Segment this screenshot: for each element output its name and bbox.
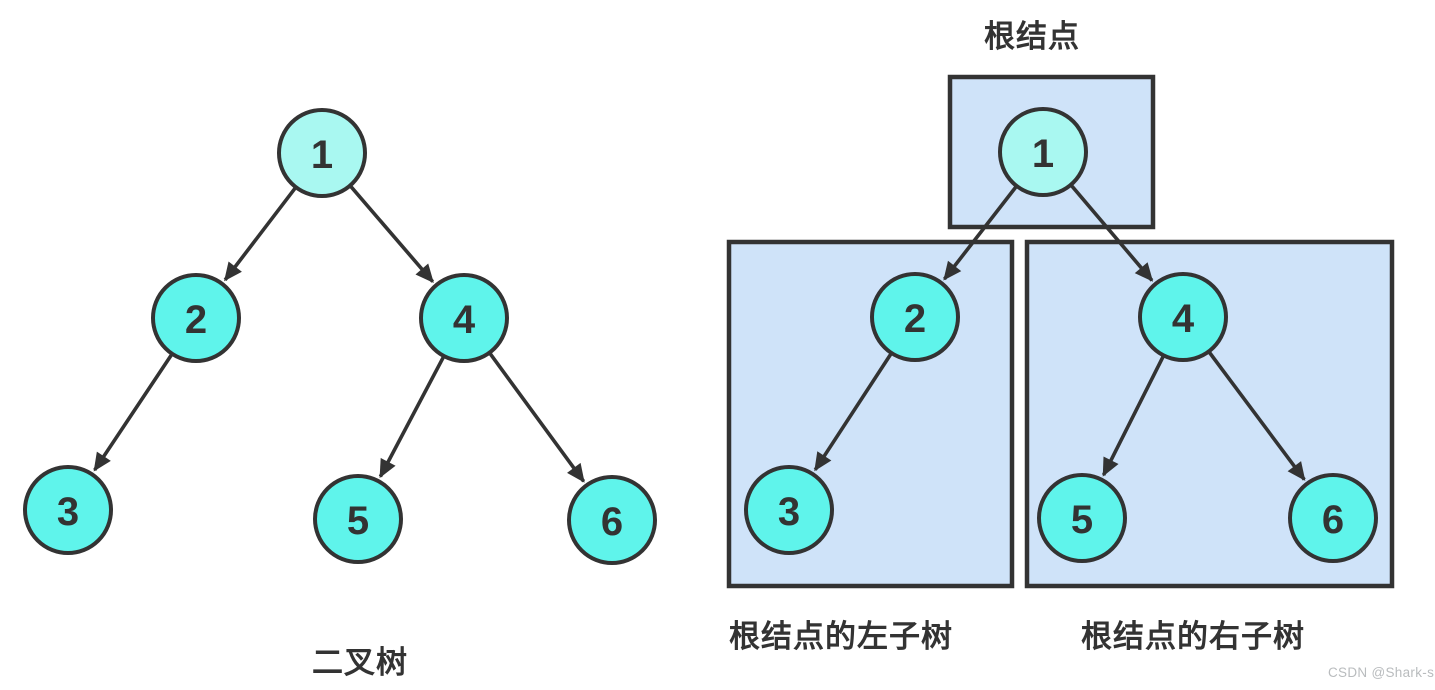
tree-node-value: 3 (778, 490, 800, 534)
right-tree-node-6: 6 (1288, 473, 1378, 563)
right-tree-edge-2-to-3 (813, 352, 893, 472)
root-node-label: 根结点 (984, 19, 1080, 54)
tree-node-value: 6 (1322, 498, 1344, 542)
left-subtree-label: 根结点的左子树 (729, 619, 953, 654)
left-tree-caption: 二叉树 (312, 645, 408, 680)
left-tree-edge-1-to-4 (349, 185, 435, 283)
left-tree-node-3: 3 (23, 465, 113, 555)
tree-node-value: 2 (904, 297, 926, 341)
tree-node-value: 4 (453, 298, 476, 342)
tree-node-circle (23, 465, 113, 555)
right-tree-edge-4-to-5 (1101, 355, 1165, 477)
right-tree-edge-1-to-2 (942, 185, 1018, 281)
left-tree-node-6: 6 (567, 475, 657, 565)
tree-node-circle (870, 272, 960, 362)
right-tree-node-4: 4 (1138, 272, 1228, 362)
tree-node-circle (1288, 473, 1378, 563)
left-tree-node-2: 2 (151, 273, 241, 363)
tree-node-circle (419, 273, 509, 363)
tree-node-value: 5 (347, 499, 369, 543)
left-tree-edge-4-to-6 (488, 352, 586, 483)
tree-node-value: 4 (1172, 297, 1195, 341)
right-tree-node-5: 5 (1037, 473, 1127, 563)
watermark: CSDN @Shark-s (1328, 665, 1435, 680)
tree-node-circle (277, 108, 367, 198)
tree-node-value: 3 (57, 490, 79, 534)
tree-node-value: 5 (1071, 498, 1093, 542)
left-tree-node-4: 4 (419, 273, 509, 363)
right-tree-node-2: 2 (870, 272, 960, 362)
tree-node-circle (1138, 272, 1228, 362)
right-tree-node-3: 3 (744, 465, 834, 555)
tree-node-circle (998, 107, 1088, 197)
left-tree-node-1: 1 (277, 108, 367, 198)
left-tree-edge-4-to-5 (378, 356, 446, 479)
tree-node-circle (744, 465, 834, 555)
right-tree-node-1: 1 (998, 107, 1088, 197)
tree-node-circle (313, 474, 403, 564)
tree-node-value: 1 (1032, 132, 1054, 176)
tree-node-circle (1037, 473, 1127, 563)
right-tree-edge-1-to-4 (1070, 184, 1154, 282)
tree-node-value: 6 (601, 500, 623, 544)
right-subtree-label: 根结点的右子树 (1081, 619, 1305, 654)
left-tree-edge-1-to-2 (223, 186, 297, 282)
tree-node-circle (151, 273, 241, 363)
left-tree-node-5: 5 (313, 474, 403, 564)
tree-node-value: 1 (311, 133, 333, 177)
tree-node-circle (567, 475, 657, 565)
right-tree-edge-4-to-6 (1207, 351, 1306, 481)
left-tree-edge-2-to-3 (93, 353, 174, 472)
tree-node-value: 2 (185, 298, 207, 342)
